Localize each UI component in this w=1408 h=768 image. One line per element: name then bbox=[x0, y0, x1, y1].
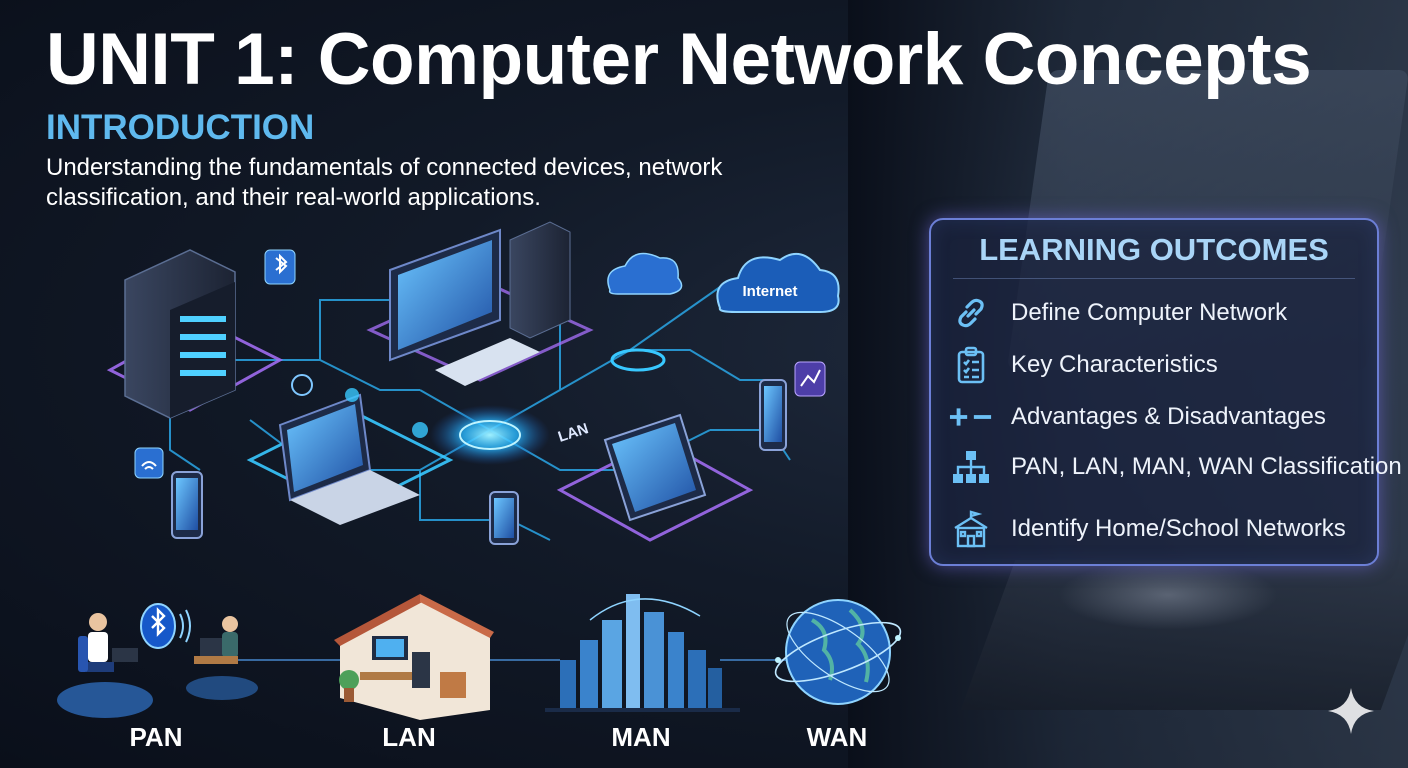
smartphone-icon bbox=[489, 491, 519, 545]
outcome-label: Key Characteristics bbox=[1011, 351, 1218, 378]
tablet-icon bbox=[603, 413, 707, 522]
network-types-illustrations bbox=[57, 594, 902, 720]
internet-cloud-icon: Internet bbox=[716, 252, 840, 313]
page-title: UNIT 1: Computer Network Concepts bbox=[46, 19, 1312, 100]
intro-heading: INTRODUCTION bbox=[46, 108, 315, 147]
outcome-label: Identify Home/School Networks bbox=[1011, 515, 1346, 542]
lan-hub-label: LAN bbox=[556, 420, 591, 446]
network-type-label-lan: LAN bbox=[382, 722, 436, 752]
chart-badge-icon bbox=[794, 361, 826, 397]
clipboard-checklist-icon bbox=[949, 346, 993, 384]
link-icon bbox=[949, 294, 993, 332]
learning-outcomes-panel: LEARNING OUTCOMES Define Computer Networ… bbox=[929, 218, 1402, 566]
server-rack-icon bbox=[124, 249, 236, 419]
intro-text-line-2: classification, and their real-world app… bbox=[46, 184, 541, 211]
globe-icon bbox=[774, 599, 902, 705]
outcome-item-define: Define Computer Network bbox=[949, 294, 1287, 332]
school-building-icon bbox=[949, 510, 993, 548]
network-type-label-man: MAN bbox=[611, 722, 671, 752]
cloud-storage-icon bbox=[607, 252, 683, 372]
city-skyline-icon bbox=[545, 594, 740, 712]
plus-minus-icon bbox=[949, 398, 993, 436]
network-diagram: Internet LAN bbox=[106, 221, 840, 545]
smartphone-right-icon bbox=[759, 379, 787, 451]
home-office-icon bbox=[334, 594, 494, 720]
outcome-item-characteristics: Key Characteristics bbox=[949, 346, 1218, 384]
outcome-label: Define Computer Network bbox=[1011, 299, 1288, 326]
outcome-label: PAN, LAN, MAN, WAN Classification bbox=[1011, 453, 1402, 480]
person-bluetooth-icon bbox=[57, 603, 258, 718]
outcome-label: Advantages & Disadvantages bbox=[1011, 403, 1326, 430]
network-type-label-pan: PAN bbox=[129, 722, 183, 752]
intro-text: Understanding the fundamentals of connec… bbox=[46, 153, 766, 213]
globe-node-icon bbox=[291, 374, 428, 438]
outcome-item-identify: Identify Home/School Networks bbox=[949, 510, 1346, 548]
wifi-badge-icon bbox=[134, 447, 164, 479]
learning-outcomes-divider bbox=[953, 278, 1355, 279]
outcome-item-advantages: Advantages & Disadvantages bbox=[949, 398, 1326, 436]
background-hand bbox=[1058, 560, 1278, 630]
smartphone-left-icon bbox=[171, 471, 203, 539]
intro-text-line-1: Understanding the fundamentals of connec… bbox=[46, 154, 723, 181]
learning-outcomes-title: LEARNING OUTCOMES bbox=[979, 232, 1329, 267]
internet-cloud-label: Internet bbox=[742, 283, 797, 300]
sparkle-icon bbox=[1328, 688, 1374, 734]
laptop-icon bbox=[278, 393, 420, 525]
bluetooth-badge-icon bbox=[264, 249, 296, 285]
desktop-computer-icon bbox=[389, 221, 571, 386]
network-type-label-wan: WAN bbox=[806, 722, 868, 752]
outcome-item-classification: PAN, LAN, MAN, WAN Classification bbox=[949, 448, 1402, 486]
lan-hub-icon: LAN bbox=[430, 405, 591, 465]
hierarchy-icon bbox=[949, 448, 993, 486]
